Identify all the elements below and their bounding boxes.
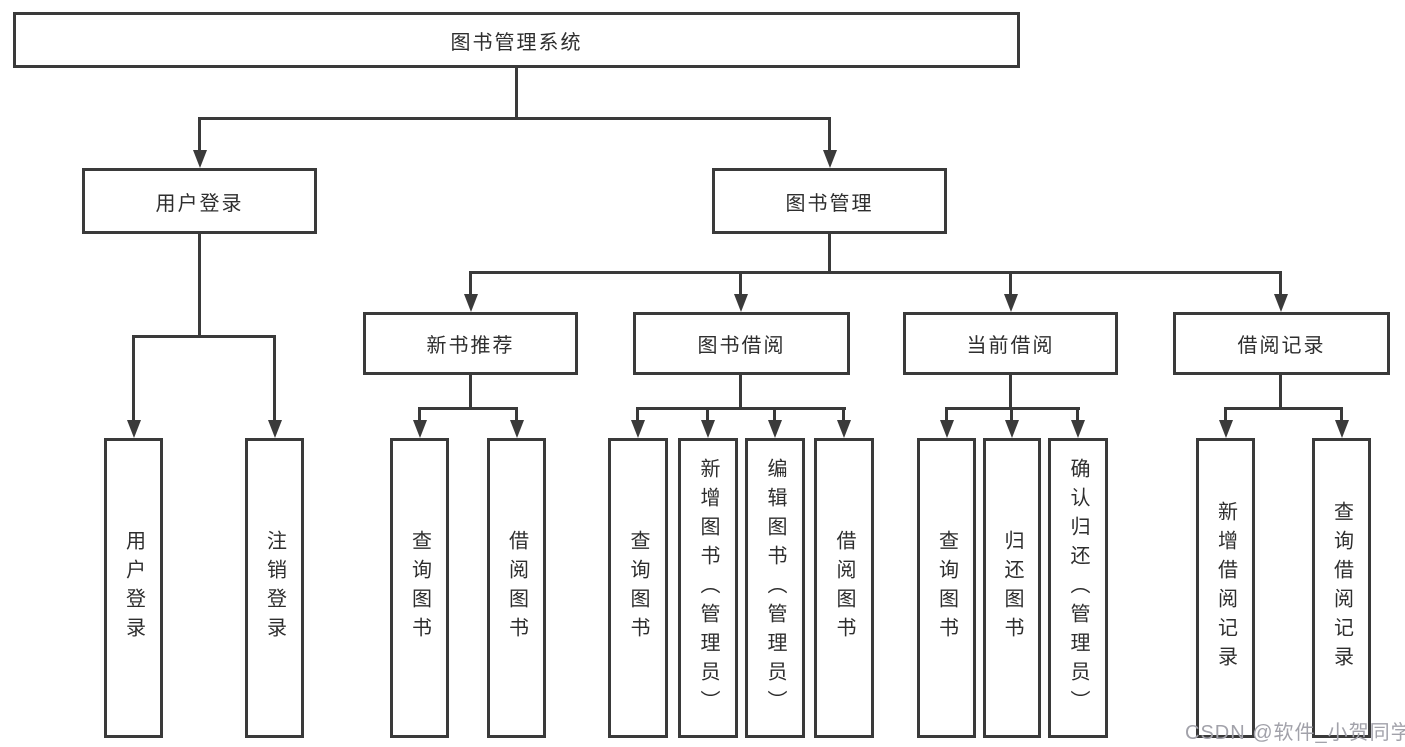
arrow-down-icon xyxy=(268,420,282,438)
arrow-down-icon xyxy=(127,420,141,438)
connector-drop-leaf-login xyxy=(132,335,135,422)
arrow-down-icon xyxy=(1274,294,1288,312)
arrow-down-icon xyxy=(701,420,715,438)
connector-drop xyxy=(515,407,518,422)
node-label: 新增借阅记录 xyxy=(1214,501,1237,675)
node-label: 查询借阅记录 xyxy=(1330,501,1353,675)
connector-drop xyxy=(1076,407,1079,422)
node-label: 确认归还（管理员） xyxy=(1067,457,1089,719)
connector-drop-leaf-logout xyxy=(273,335,276,422)
node-label: 借阅图书 xyxy=(505,530,528,646)
connector-drop xyxy=(1010,407,1013,422)
node-label: 查询图书 xyxy=(408,530,431,646)
node-label: 用户登录 xyxy=(122,530,145,646)
leaf-query-books-recommend: 查询图书 xyxy=(390,438,449,738)
node-label: 图书管理系统 xyxy=(450,31,583,54)
arrow-down-icon xyxy=(413,420,427,438)
node-label: 查询图书 xyxy=(627,530,649,646)
connector-drop xyxy=(1340,407,1343,422)
arrow-down-icon xyxy=(1219,420,1233,438)
node-label: 新增图书（管理员） xyxy=(697,457,719,719)
arrow-down-icon xyxy=(768,420,782,438)
connector-new-book-bar xyxy=(418,407,518,410)
connector-borrow-records-stem xyxy=(1279,375,1282,410)
leaf-borrow-books: 借阅图书 xyxy=(814,438,874,738)
connector-drop xyxy=(842,407,845,422)
connector-drop-book-borrow xyxy=(739,271,742,296)
leaf-query-books-current: 查询图书 xyxy=(917,438,976,738)
connector-drop xyxy=(636,407,639,422)
node-label: 归还图书 xyxy=(1001,530,1023,646)
connector-user-login-stem xyxy=(198,234,201,338)
connector-book-mgmt-stem xyxy=(828,234,831,274)
leaf-confirm-return-admin: 确认归还（管理员） xyxy=(1048,438,1108,738)
connector-drop xyxy=(773,407,776,422)
connector-current-borrow-stem xyxy=(1009,375,1012,410)
arrow-down-icon xyxy=(1005,420,1019,438)
arrow-down-icon xyxy=(734,294,748,312)
node-label: 注销登录 xyxy=(263,530,286,646)
arrow-down-icon xyxy=(510,420,524,438)
leaf-logout: 注销登录 xyxy=(245,438,304,738)
connector-drop-book-mgmt xyxy=(828,117,831,152)
node-library-management-system: 图书管理系统 xyxy=(13,12,1020,68)
arrow-down-icon xyxy=(1004,294,1018,312)
node-new-book-recommend: 新书推荐 xyxy=(363,312,578,375)
node-label: 图书管理 xyxy=(785,192,874,215)
node-book-borrowing: 图书借阅 xyxy=(633,312,850,375)
arrow-down-icon xyxy=(1335,420,1349,438)
arrow-down-icon xyxy=(631,420,645,438)
arrow-down-icon xyxy=(1071,420,1085,438)
node-user-login: 用户登录 xyxy=(82,168,317,234)
leaf-borrow-books-recommend: 借阅图书 xyxy=(487,438,546,738)
node-label: 借阅记录 xyxy=(1237,335,1326,357)
connector-user-login-bar xyxy=(132,335,276,338)
node-book-management: 图书管理 xyxy=(712,168,947,234)
csdn-watermark: CSDN @软件_小贺同学 xyxy=(1185,722,1405,744)
connector-root-stem xyxy=(515,68,518,120)
connector-drop-new-book xyxy=(469,271,472,296)
leaf-query-borrow-record: 查询借阅记录 xyxy=(1312,438,1371,738)
connector-drop-borrow-records xyxy=(1279,271,1282,296)
arrow-down-icon xyxy=(837,420,851,438)
node-current-borrowing: 当前借阅 xyxy=(903,312,1118,375)
arrow-down-icon xyxy=(940,420,954,438)
connector-drop-user-login xyxy=(198,117,201,152)
connector-borrow-records-bar xyxy=(1224,407,1343,410)
node-label: 当前借阅 xyxy=(966,335,1055,357)
node-label: 图书借阅 xyxy=(697,335,786,357)
node-label: 用户登录 xyxy=(155,192,244,215)
connector-drop xyxy=(945,407,948,422)
arrow-down-icon xyxy=(193,150,207,168)
connector-new-book-stem xyxy=(469,375,472,410)
leaf-edit-book-admin: 编辑图书（管理员） xyxy=(745,438,805,738)
leaf-user-login: 用户登录 xyxy=(104,438,163,738)
leaf-add-book-admin: 新增图书（管理员） xyxy=(678,438,738,738)
connector-book-borrow-stem xyxy=(739,375,742,410)
connector-drop xyxy=(706,407,709,422)
connector-drop xyxy=(418,407,421,422)
connector-book-mgmt-bar xyxy=(469,271,1282,274)
leaf-add-borrow-record: 新增借阅记录 xyxy=(1196,438,1255,738)
leaf-query-books-borrowing: 查询图书 xyxy=(608,438,668,738)
arrow-down-icon xyxy=(823,150,837,168)
node-label: 编辑图书（管理员） xyxy=(764,457,786,719)
connector-drop xyxy=(1224,407,1227,422)
connector-book-borrow-bar xyxy=(636,407,846,410)
node-label: 查询图书 xyxy=(935,530,958,646)
leaf-return-books: 归还图书 xyxy=(983,438,1041,738)
node-borrowing-records: 借阅记录 xyxy=(1173,312,1390,375)
arrow-down-icon xyxy=(464,294,478,312)
connector-root-bar xyxy=(198,117,831,120)
node-label: 借阅图书 xyxy=(833,530,855,646)
connector-drop-current-borrow xyxy=(1009,271,1012,296)
node-label: 新书推荐 xyxy=(426,335,515,357)
